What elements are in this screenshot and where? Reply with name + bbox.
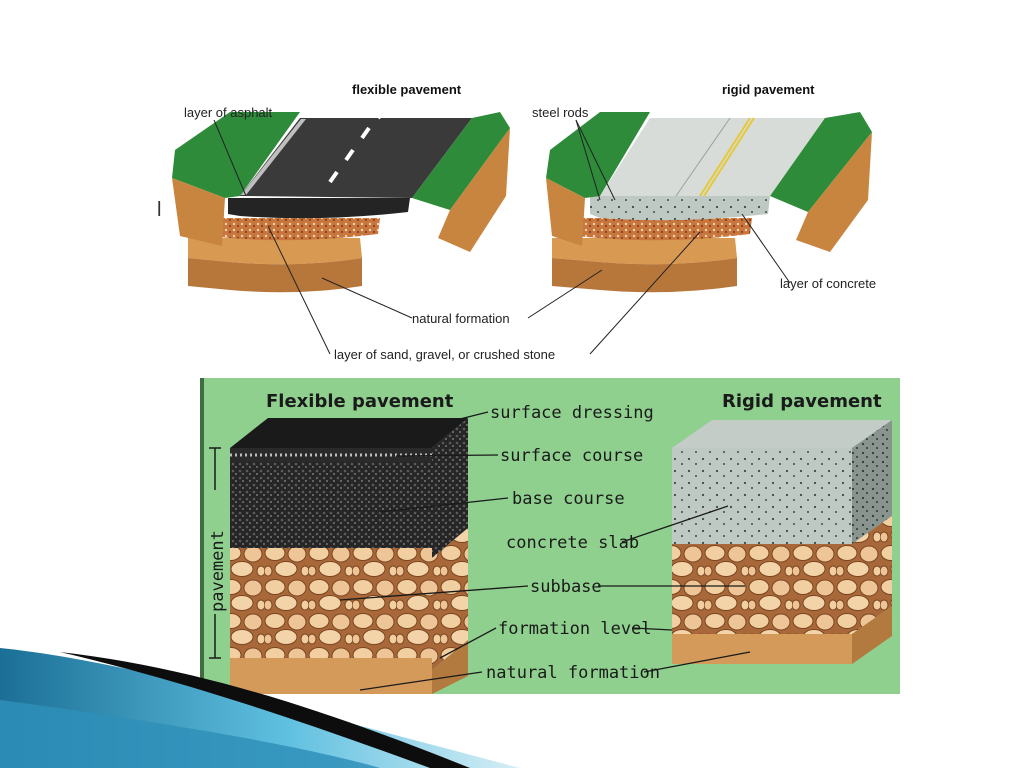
top-rigid-title: rigid pavement <box>722 82 815 97</box>
top-flexible-title: flexible pavement <box>352 82 462 97</box>
top-rigid-pavement-illustration <box>546 112 872 293</box>
bottom-leader-lines <box>339 411 751 691</box>
label-base-course: base course <box>512 489 625 509</box>
bullet-marker: l <box>157 199 162 221</box>
bottom-flexible-title: Flexible pavement <box>266 391 454 412</box>
label-concrete-slab: concrete slab <box>506 533 639 553</box>
label-formation-level: formation level <box>498 619 652 639</box>
label-sand-gravel-stone: layer of sand, gravel, or crushed stone <box>334 347 555 362</box>
label-natural-formation-bottom: natural formation <box>486 663 660 683</box>
bottom-rigid-title: Rigid pavement <box>722 391 882 412</box>
bottom-rigid-block <box>672 420 892 664</box>
bottom-flexible-block <box>230 418 468 694</box>
label-natural-formation-top: natural formation <box>412 311 510 326</box>
label-surface-dressing: surface dressing <box>490 403 654 423</box>
label-subbase: subbase <box>530 577 602 597</box>
label-layer-of-concrete: layer of concrete <box>780 276 876 291</box>
label-steel-rods: steel rods <box>532 105 589 120</box>
top-flexible-pavement-illustration <box>172 112 510 293</box>
label-surface-course: surface course <box>500 446 643 466</box>
top-leader-lines <box>213 119 791 355</box>
label-layer-of-asphalt: layer of asphalt <box>184 105 273 120</box>
label-pavement: pavement <box>208 530 228 612</box>
top-figure: flexible pavement rigid pavement layer o… <box>172 82 876 362</box>
slide-decoration-swoosh <box>0 648 520 768</box>
pavement-bracket <box>209 447 221 659</box>
bottom-figure: pavement Flexible pavement Rigid pavemen… <box>200 378 900 694</box>
